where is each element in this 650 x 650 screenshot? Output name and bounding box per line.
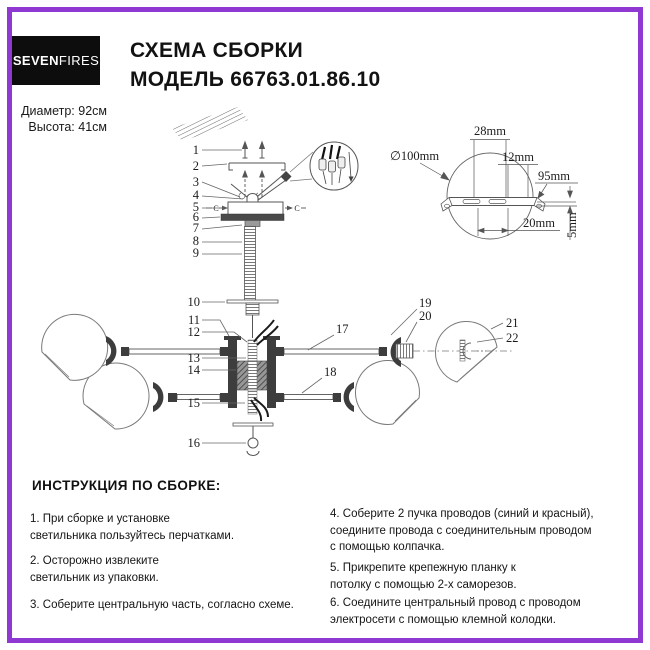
finial-ball (247, 437, 259, 449)
instruction-step-1: 1. При сборке и установке светильника по… (30, 513, 235, 542)
part-label-5: 5 (193, 200, 199, 214)
part-label-3: 3 (193, 175, 199, 189)
hub-nub-lower-left (220, 393, 228, 402)
part-label-20: 20 (419, 309, 432, 323)
dim-28mm: 28mm (474, 124, 506, 138)
leader-lines (201, 149, 504, 444)
hub-bottom-disc (232, 422, 274, 427)
dim-12mm: 12mm (502, 150, 534, 164)
hub-flange-left (228, 340, 237, 408)
instruction-step-5: 5. Прикрепите крепежную планку к потолку… (330, 562, 517, 591)
part-label-14: 14 (188, 363, 201, 377)
bulb (459, 339, 486, 362)
part-label-8: 8 (193, 234, 199, 248)
arm-upper-right (283, 348, 380, 355)
hub-nub-upper-left (220, 347, 228, 356)
dim-95mm: 95mm (538, 169, 570, 183)
part-label-16: 16 (188, 436, 201, 450)
socket-lower-right (333, 382, 354, 412)
part-label-1: 1 (193, 143, 199, 157)
brand-name-light: FIRES (58, 53, 100, 68)
bracket-detail (440, 152, 576, 240)
rod-disc (226, 299, 279, 304)
finial-hook (246, 450, 260, 456)
part-label-9: 9 (193, 246, 199, 260)
central-hub (220, 319, 284, 456)
hub-flange-right (267, 340, 276, 408)
spec-height: Высота: 41см (28, 120, 107, 134)
instruction-step-4: 4. Соберите 2 пучка проводов (синий и кр… (330, 508, 594, 554)
ceiling-plate (220, 213, 285, 221)
section-label-right: C (294, 204, 299, 213)
globe-detached (435, 321, 498, 383)
spec-diameter: Диаметр: 92см (21, 104, 107, 118)
part-labels: 1 2 3 4 5 6 7 8 9 10 11 12 13 14 15 16 1… (188, 143, 519, 450)
section-marker-right: C (285, 204, 306, 213)
globes (41, 313, 498, 430)
hub-wires (250, 319, 279, 422)
ceiling-hatch (172, 107, 248, 141)
globe-lower-right (354, 359, 420, 425)
part-label-15: 15 (188, 396, 201, 410)
socket-lower-left (153, 382, 177, 412)
title-line-1: СХЕМА СБОРКИ (130, 39, 303, 62)
socket-upper-left (106, 336, 129, 366)
dim-hole-diameter: ∅100mm (390, 149, 439, 163)
instruction-step-6: 6. Соедините центральный провод с провод… (330, 597, 581, 626)
arm-upper-left (128, 348, 221, 355)
dim-20mm: 20mm (523, 216, 555, 230)
bubble-leader-lines (289, 151, 314, 182)
wire-nut-connectors (318, 156, 346, 173)
hub-nub-lower-right (276, 393, 284, 402)
wire-connector (280, 171, 292, 182)
dim-5mm: 5mm (565, 212, 579, 238)
section-marker-left: C (206, 204, 228, 213)
globe-upper-left (41, 313, 109, 381)
part-label-11: 11 (188, 313, 200, 327)
lock-nut (244, 220, 261, 227)
product-specs: Диаметр: 92см Высота: 41см (12, 103, 107, 135)
part-label-6: 6 (193, 210, 199, 224)
section-label-left: C (213, 204, 218, 213)
hub-rod-middle (247, 360, 258, 391)
globe-lower-left (82, 362, 150, 430)
mounting-bar (228, 162, 286, 171)
part-label-19: 19 (419, 296, 432, 310)
part-label-13: 13 (188, 351, 201, 365)
dimension-lines (419, 139, 578, 240)
hub-rod-upper (247, 339, 258, 362)
part-label-18: 18 (324, 365, 337, 379)
page-title: СХЕМА СБОРКИ МОДЕЛЬ 66763.01.86.10 (130, 36, 380, 94)
mounting-screws (241, 140, 266, 159)
instructions-heading: ИНСТРУКЦИЯ ПО СБОРКЕ: (32, 478, 221, 493)
part-label-17: 17 (336, 322, 349, 336)
bracket-slot-right (488, 199, 507, 204)
part-label-12: 12 (188, 325, 201, 339)
title-line-2: МОДЕЛЬ 66763.01.86.10 (130, 68, 381, 91)
instruction-step-2: 2. Осторожно извлеките светильник из упа… (30, 555, 159, 584)
threaded-rod (244, 226, 256, 301)
part-label-22: 22 (506, 331, 519, 345)
rod-coupler (245, 302, 260, 316)
part-label-4: 4 (193, 188, 200, 202)
socket-thread-cylinder (395, 343, 414, 359)
part-label-7: 7 (193, 221, 199, 235)
part-label-2: 2 (193, 159, 199, 173)
canopy-cap (246, 193, 259, 202)
hub-nub-upper-right (276, 347, 284, 356)
canopy-body (227, 201, 284, 216)
instruction-step-3: 3. Соберите центральную часть, согласно … (30, 599, 294, 611)
arm-lower-right (283, 394, 334, 400)
part-label-10: 10 (188, 295, 201, 309)
brand-name-bold: SEVEN (12, 53, 59, 68)
wire-detail-bubble (309, 141, 359, 191)
bracket-slot-left (462, 199, 481, 204)
part-label-21: 21 (506, 316, 519, 330)
